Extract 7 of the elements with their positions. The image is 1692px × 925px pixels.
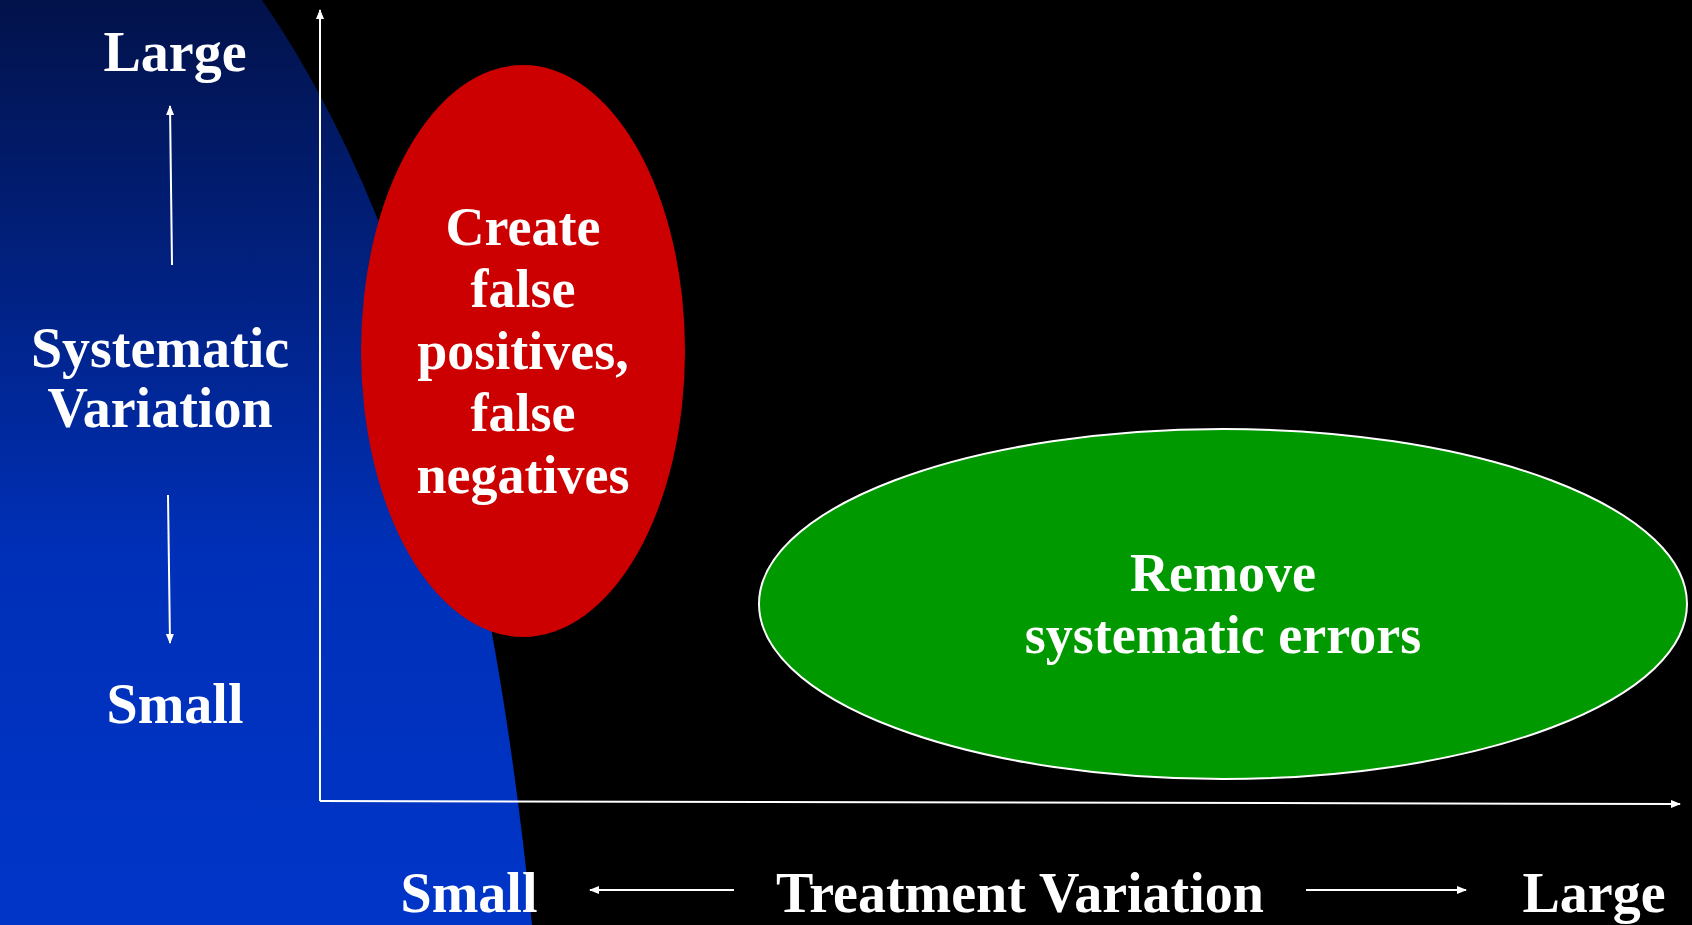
axis-end-label: Large xyxy=(103,22,247,82)
region-label: Create false positives, false negatives xyxy=(415,196,631,506)
region-label: Remove systematic errors xyxy=(1023,542,1423,666)
axis-end-label: Large xyxy=(1522,863,1666,923)
axis-end-label: Small xyxy=(106,674,244,734)
axis-title: Treatment Variation xyxy=(776,863,1264,923)
axis-title: Systematic Variation xyxy=(29,318,291,438)
